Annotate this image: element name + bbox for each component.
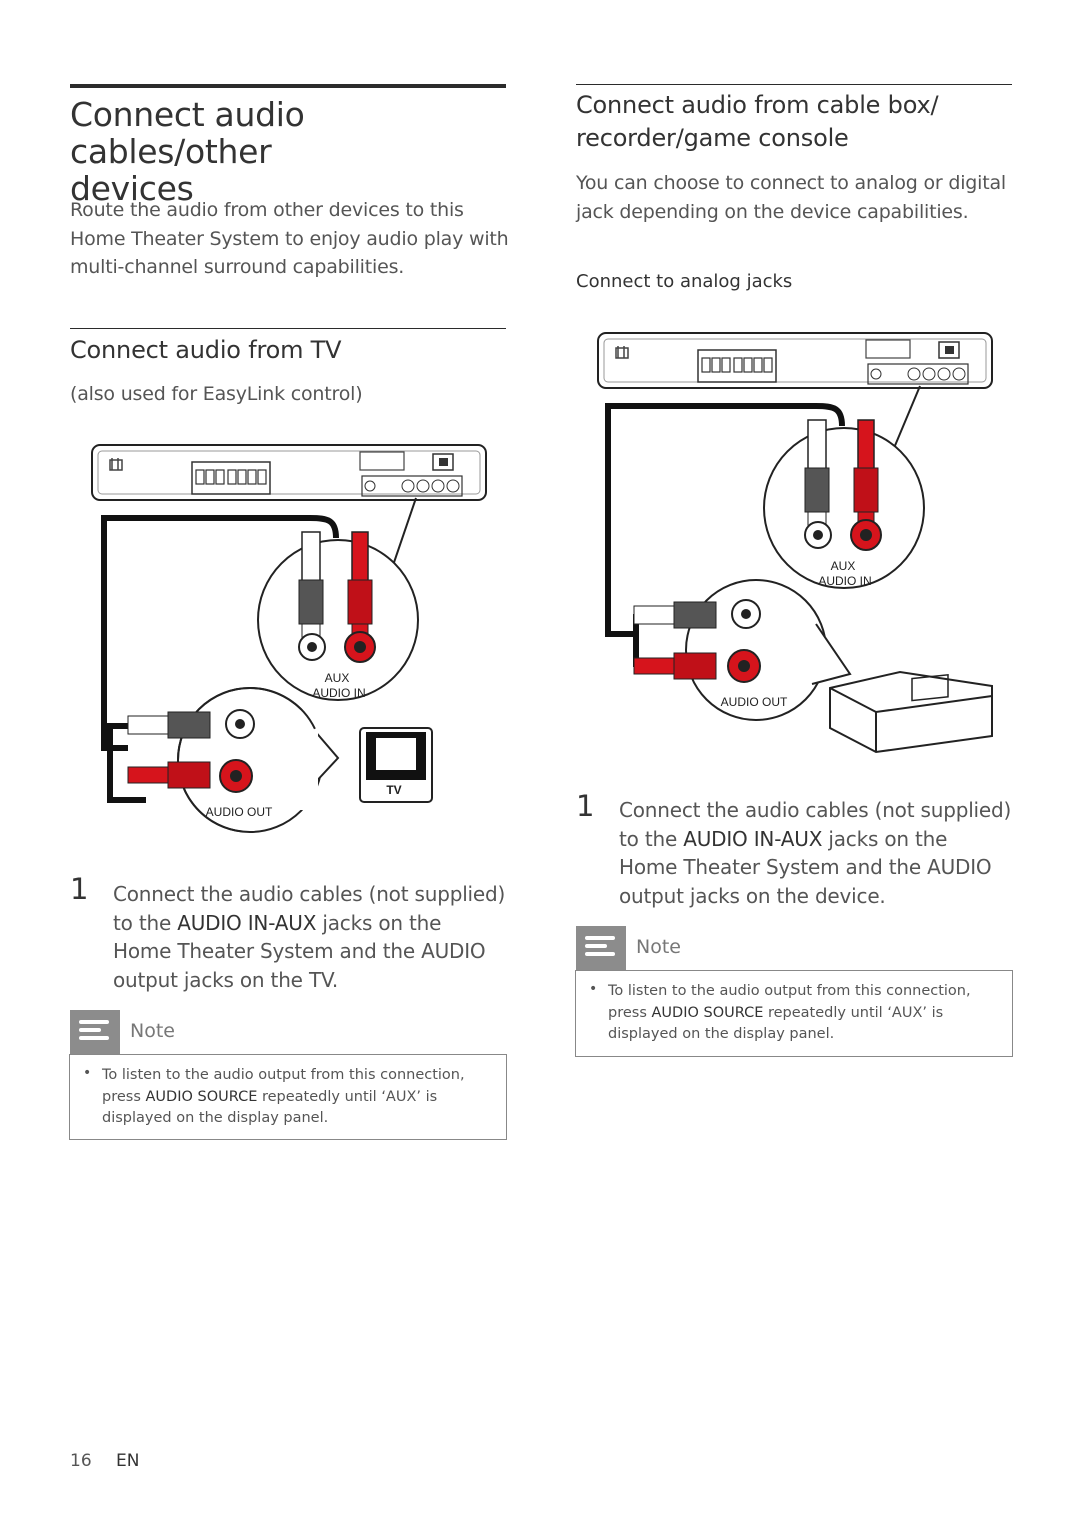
note-line-3: displayed on the display panel. <box>608 1026 835 1042</box>
note-icon <box>576 926 626 970</box>
audio-source-label: AUDIO SOURCE <box>145 1088 258 1105</box>
cable-box-connection-diagram: AUX AUDIO IN AUDIO OUT <box>597 332 993 754</box>
page-title-line-1: Connect audio cables/other <box>70 95 305 171</box>
cable-box-heading-line-2: recorder/game console <box>576 124 849 152</box>
audio-in-aux-label: AUDIO IN-AUX <box>683 826 823 851</box>
cable-box-intro-line-2: jack depending on the device capabilitie… <box>576 200 969 223</box>
note-line-1: To listen to the audio output from this … <box>102 1067 465 1083</box>
note-box: • To listen to the audio output from thi… <box>575 970 1013 1057</box>
section-rule-top-left <box>70 84 506 88</box>
note-line-2-post: repeatedly until ‘AUX’ is <box>763 1004 944 1021</box>
step-line-2-post: jacks on the <box>316 910 442 935</box>
note-line-2-pre: press <box>608 1004 652 1021</box>
note-bullet: • <box>83 1065 92 1081</box>
aux-in-magnifier <box>257 539 419 701</box>
page-title: Connect audio cables/other devices <box>70 96 510 207</box>
cable-box-intro-line-1: You can choose to connect to analog or d… <box>576 172 1006 194</box>
white-plug-icon <box>298 531 326 661</box>
audio-out-label: AUDIO OUT <box>721 695 788 709</box>
note-line-2-pre: press <box>102 1088 146 1105</box>
aux-label: AUX <box>831 559 856 573</box>
step-line-4: output jacks on the TV. <box>113 967 339 992</box>
note-text: To listen to the audio output from this … <box>102 1065 502 1130</box>
red-plug-horizontal-icon <box>633 649 761 683</box>
audio-source-label: AUDIO SOURCE <box>651 1004 764 1021</box>
note-line-2: press AUDIO SOURCE repeatedly until ‘AUX… <box>102 1087 502 1109</box>
speaker-terminal-block <box>697 349 777 383</box>
step-line-1: Connect the audio cables (not supplied) <box>113 882 506 906</box>
note-label: Note <box>130 1020 175 1042</box>
audio-in-label: AUDIO IN <box>818 574 871 588</box>
step-line-4: output jacks on the device. <box>619 883 886 908</box>
step-line-3: Home Theater System and the AUDIO <box>113 939 486 963</box>
cable-box-intro: You can choose to connect to analog or d… <box>576 169 1016 226</box>
note-box: • To listen to the audio output from thi… <box>69 1054 507 1140</box>
white-plug-icon <box>804 419 832 549</box>
note-icon <box>70 1010 120 1054</box>
tv-label: TV <box>386 783 401 797</box>
white-plug-horizontal-icon <box>633 599 761 629</box>
step-line-2-pre: to the <box>113 910 178 935</box>
step-number: 1 <box>70 872 89 906</box>
audio-in-aux-label: AUDIO IN-AUX <box>177 910 317 935</box>
note-line-2: press AUDIO SOURCE repeatedly until ‘AUX… <box>608 1003 1008 1025</box>
step-line-2: to the AUDIO IN-AUX jacks on the <box>619 825 1019 854</box>
white-plug-horizontal-icon <box>127 709 255 739</box>
note-bullet: • <box>589 981 598 997</box>
analog-jacks-subheading: Connect to analog jacks <box>576 271 793 292</box>
tv-icon: TV <box>359 727 433 803</box>
step-text: Connect the audio cables (not supplied) … <box>619 796 1019 910</box>
home-theater-unit <box>597 332 993 389</box>
step-line-2-pre: to the <box>619 826 684 851</box>
intro-line-3: multi-channel surround capabilities. <box>70 256 405 278</box>
audio-in-label: AUDIO IN <box>312 686 365 700</box>
note-line-3: displayed on the display panel. <box>102 1110 329 1126</box>
red-plug-icon <box>344 531 376 663</box>
note-label: Note <box>636 936 681 958</box>
step-number: 1 <box>576 789 595 823</box>
intro-paragraph: Route the audio from other devices to th… <box>70 196 510 282</box>
section-rule-top-right <box>576 84 1012 85</box>
audio-out-label: AUDIO OUT <box>206 805 273 819</box>
note-line-2-post: repeatedly until ‘AUX’ is <box>257 1088 438 1105</box>
intro-line-2: Home Theater System to enjoy audio play … <box>70 227 509 250</box>
language-label: EN <box>116 1451 140 1471</box>
speaker-terminal-block <box>191 461 271 495</box>
tv-heading: Connect audio from TV <box>70 336 342 364</box>
home-theater-unit <box>91 444 487 501</box>
section-rule-tv <box>70 328 506 329</box>
cable-box-heading-line-1: Connect audio from cable box/ <box>576 91 939 119</box>
power-connector-icon <box>109 458 123 471</box>
step-line-1: Connect the audio cables (not supplied) <box>619 798 1012 822</box>
red-plug-icon <box>850 419 882 551</box>
step-text: Connect the audio cables (not supplied) … <box>113 880 513 994</box>
page-title-line-2: devices <box>70 169 194 208</box>
aux-port-block <box>432 453 454 471</box>
page-number: 16 <box>70 1451 92 1471</box>
step-line-3: Home Theater System and the AUDIO <box>619 855 992 879</box>
red-plug-horizontal-icon <box>127 759 253 793</box>
aux-label: AUX <box>325 671 350 685</box>
aux-in-magnifier <box>763 427 925 589</box>
cable-box-icon <box>829 670 993 754</box>
step-line-2-post: jacks on the <box>822 826 948 851</box>
cable-box-heading: Connect audio from cable box/ recorder/g… <box>576 89 1016 155</box>
tv-connection-diagram: AUX AUDIO IN AUDIO OUT TV <box>91 444 487 833</box>
step-line-2: to the AUDIO IN-AUX jacks on the <box>113 909 513 938</box>
note-line-1: To listen to the audio output from this … <box>608 983 971 999</box>
aux-port-block <box>938 341 960 359</box>
note-text: To listen to the audio output from this … <box>608 981 1008 1046</box>
intro-line-1: Route the audio from other devices to th… <box>70 199 464 221</box>
tv-subtext: (also used for EasyLink control) <box>70 383 363 405</box>
power-connector-icon <box>615 346 629 359</box>
